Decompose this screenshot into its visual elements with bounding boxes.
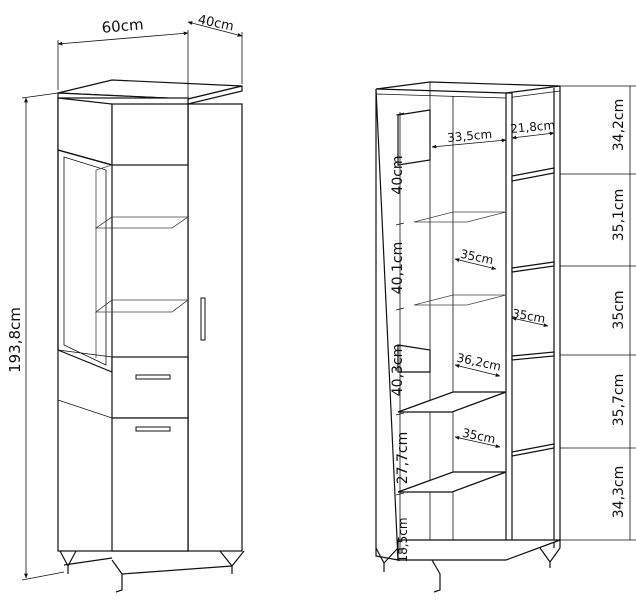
middle-divider — [505, 92, 513, 549]
right-shelf-2 — [511, 261, 555, 273]
left-side-panel — [375, 88, 399, 561]
shelf-depth-label-1: 35cm — [459, 247, 495, 268]
right-section-height-2: 35,1cm — [611, 189, 627, 242]
top-block-front — [111, 103, 189, 166]
open-leg-mid — [431, 559, 441, 593]
width-label: 60cm — [101, 15, 144, 37]
lower-door-handle — [135, 426, 171, 432]
right-column-width-label: 21,8cm — [510, 118, 556, 136]
right-section-height-3: 35cm — [611, 290, 627, 329]
leg-front-mid — [111, 559, 123, 593]
right-shelf-3 — [511, 351, 555, 361]
leg-front-left — [59, 550, 77, 574]
leg-right — [219, 550, 245, 574]
left-shelf-4 — [397, 471, 507, 493]
left-shelf-2 — [413, 294, 507, 306]
height-label: 193,8cm — [6, 307, 24, 373]
open-leg-right — [539, 547, 561, 568]
left-section-height-2: 40,1cm — [390, 242, 406, 295]
left-shelf-1 — [413, 211, 507, 223]
left-column-width-label: 33,5cm — [447, 127, 493, 145]
glass-shelf-1 — [94, 216, 190, 229]
right-section-height-5: 34,3cm — [611, 466, 627, 519]
right-door — [187, 103, 243, 552]
depth-dimension-line — [187, 21, 243, 37]
right-section-height-1: 34,2cm — [611, 99, 627, 152]
open-leg-left — [375, 547, 399, 572]
width-dimension-line — [57, 31, 189, 46]
open-cabinet-view — [375, 81, 561, 593]
right-door-handle — [200, 297, 206, 341]
right-section-height-4: 35,7cm — [611, 374, 627, 427]
depth-label: 40cm — [196, 12, 235, 34]
left-shelf-3 — [397, 391, 507, 413]
right-shelf-depth-label: 35cm — [511, 306, 546, 326]
lower-door — [111, 417, 189, 552]
drawer — [111, 356, 189, 419]
left-section-height-4: 27,7cm — [395, 432, 411, 485]
drawer-handle — [135, 374, 171, 380]
right-shelf-1 — [511, 167, 555, 182]
closed-cabinet-dimensions: 60cm 40cm 193,8cm — [6, 12, 243, 581]
shelf-depth-label-2: 36,2cm — [455, 351, 502, 374]
left-section-height-1: 40cm — [390, 155, 406, 194]
shelf-depth-label-3: 35cm — [461, 426, 497, 447]
left-section-height-3: 40,3cm — [390, 344, 406, 397]
open-cabinet-dimensions: 33,5cm 21,8cm 35cm 36,2cm 35cm 35cm 40cm… — [390, 85, 636, 563]
right-shelf-4 — [511, 443, 555, 457]
closed-cabinet-view — [57, 79, 245, 593]
bottom-panel — [397, 539, 561, 561]
left-section-height-5: 18,5cm — [396, 517, 410, 562]
glass-shelf-2 — [94, 299, 190, 313]
open-cabinet-top — [375, 81, 561, 94]
